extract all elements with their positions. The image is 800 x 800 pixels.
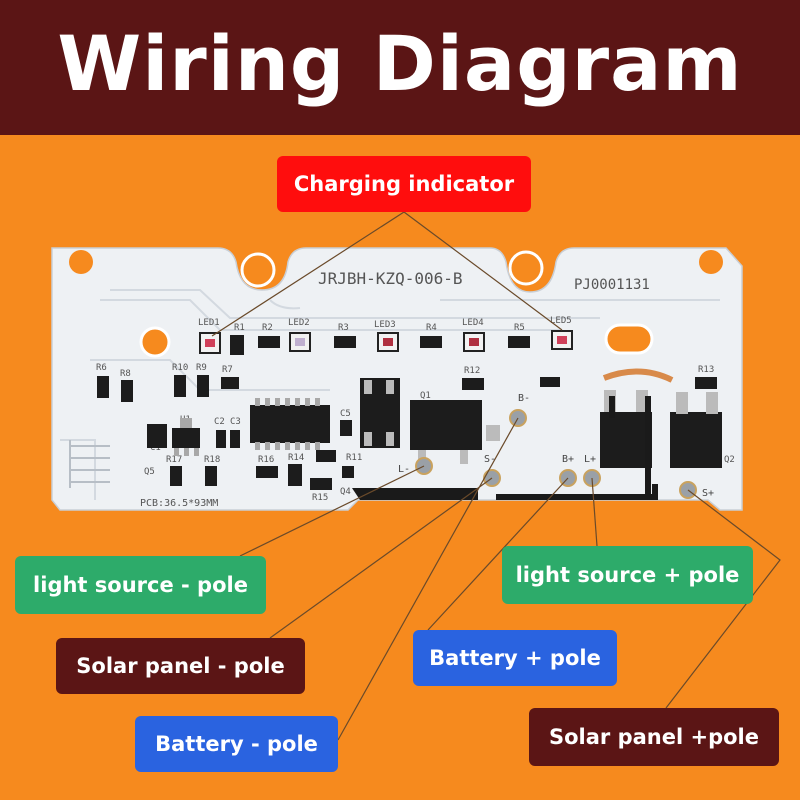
resistor-label: R15 [312,493,328,503]
ic-chip [250,405,330,443]
resistor-part [340,420,352,436]
label-solar-panel-neg: Solar panel - pole [56,638,305,694]
pad-label: S+ [702,488,714,499]
resistor-label: R7 [222,365,233,375]
resistor-label: R8 [120,369,131,379]
pad-l-minus [415,457,433,475]
pad-l-plus [583,469,601,487]
pad-label: B- [518,393,530,404]
pad-label: L- [398,464,410,475]
header-bar: Wiring Diagram [0,0,800,135]
led-label: LED3 [374,320,396,330]
board-serial: PJ0001131 [574,277,650,293]
resistor-part [316,450,336,462]
transistor-label: Q4 [340,487,351,497]
resistor-part [420,336,442,348]
led-label: LED1 [198,318,220,328]
pad-b-plus [559,469,577,487]
resistor-part [695,377,717,389]
resistor-part [230,430,240,448]
resistor-part [462,378,484,390]
resistor-label: R3 [338,323,349,333]
resistor-part [230,335,244,355]
label-solar-panel-pos: Solar panel +pole [529,708,779,766]
resistor-label: R1 [234,323,245,333]
label-light-source-pos: light source + pole [502,546,753,604]
resistor-label: R2 [262,323,273,333]
resistor-label: R9 [196,363,207,373]
resistor-label: R4 [426,323,437,333]
resistor-part [121,380,133,402]
pad-label: S- [484,454,496,465]
resistor-part [97,376,109,398]
label-light-source-neg: light source - pole [15,556,266,614]
resistor-part [288,464,302,486]
resistor-part [174,375,186,397]
resistor-part [216,430,226,448]
cap-label: C3 [230,417,241,427]
resistor-part [310,478,332,490]
mount-hole [508,250,544,286]
ground-trace [352,488,478,500]
cap-label: C5 [340,409,351,419]
transistor-label: Q1 [420,391,431,401]
resistor-part [205,466,217,486]
board-model: JRJBH-KZQ-006-B [318,269,463,288]
resistor-part [256,466,278,478]
resistor-label: R12 [464,366,480,376]
resistor-part [147,424,167,448]
resistor-label: R10 [172,363,188,373]
cap-label: C2 [214,417,225,427]
regulator-chip [172,428,200,448]
resistor-part [258,336,280,348]
pad-s-minus [483,469,501,487]
resistor-part [170,466,182,486]
pad-label: L+ [584,454,596,465]
pad-label: B+ [562,454,574,465]
resistor-label: R6 [96,363,107,373]
led-label: LED2 [288,318,310,328]
resistor-label: R5 [514,323,525,333]
transistor-label: Q2 [724,455,735,465]
page-title: Wiring Diagram [57,19,743,108]
mosfet-part [410,400,482,450]
mount-hole [69,250,93,274]
led-label: LED5 [550,316,572,326]
resistor-label: R18 [204,455,220,465]
pad-b-minus [509,409,527,427]
mount-hole [240,252,276,288]
mount-hole [699,250,723,274]
mosfet-part [600,412,652,468]
pad-s-plus [679,481,697,499]
resistor-part [540,377,560,387]
resistor-label: R16 [258,455,274,465]
transistor-label: Q5 [144,467,155,477]
resistor-label: R17 [166,455,182,465]
mount-slot [604,323,654,355]
resistor-part [334,336,356,348]
resistor-label: R13 [698,365,714,375]
resistor-label: R11 [346,453,362,463]
label-battery-pos: Battery + pole [413,630,617,686]
resistor-part [508,336,530,348]
mount-hole [139,326,171,358]
mosfet-part [670,412,722,468]
resistor-label: R14 [288,453,304,463]
led-label: LED4 [462,318,484,328]
resistor-part [221,377,239,389]
label-charging-indicator: Charging indicator [277,156,531,212]
label-battery-neg: Battery - pole [135,716,338,772]
board-pcb-size: PCB:36.5*93MM [140,498,218,509]
resistor-part [197,375,209,397]
